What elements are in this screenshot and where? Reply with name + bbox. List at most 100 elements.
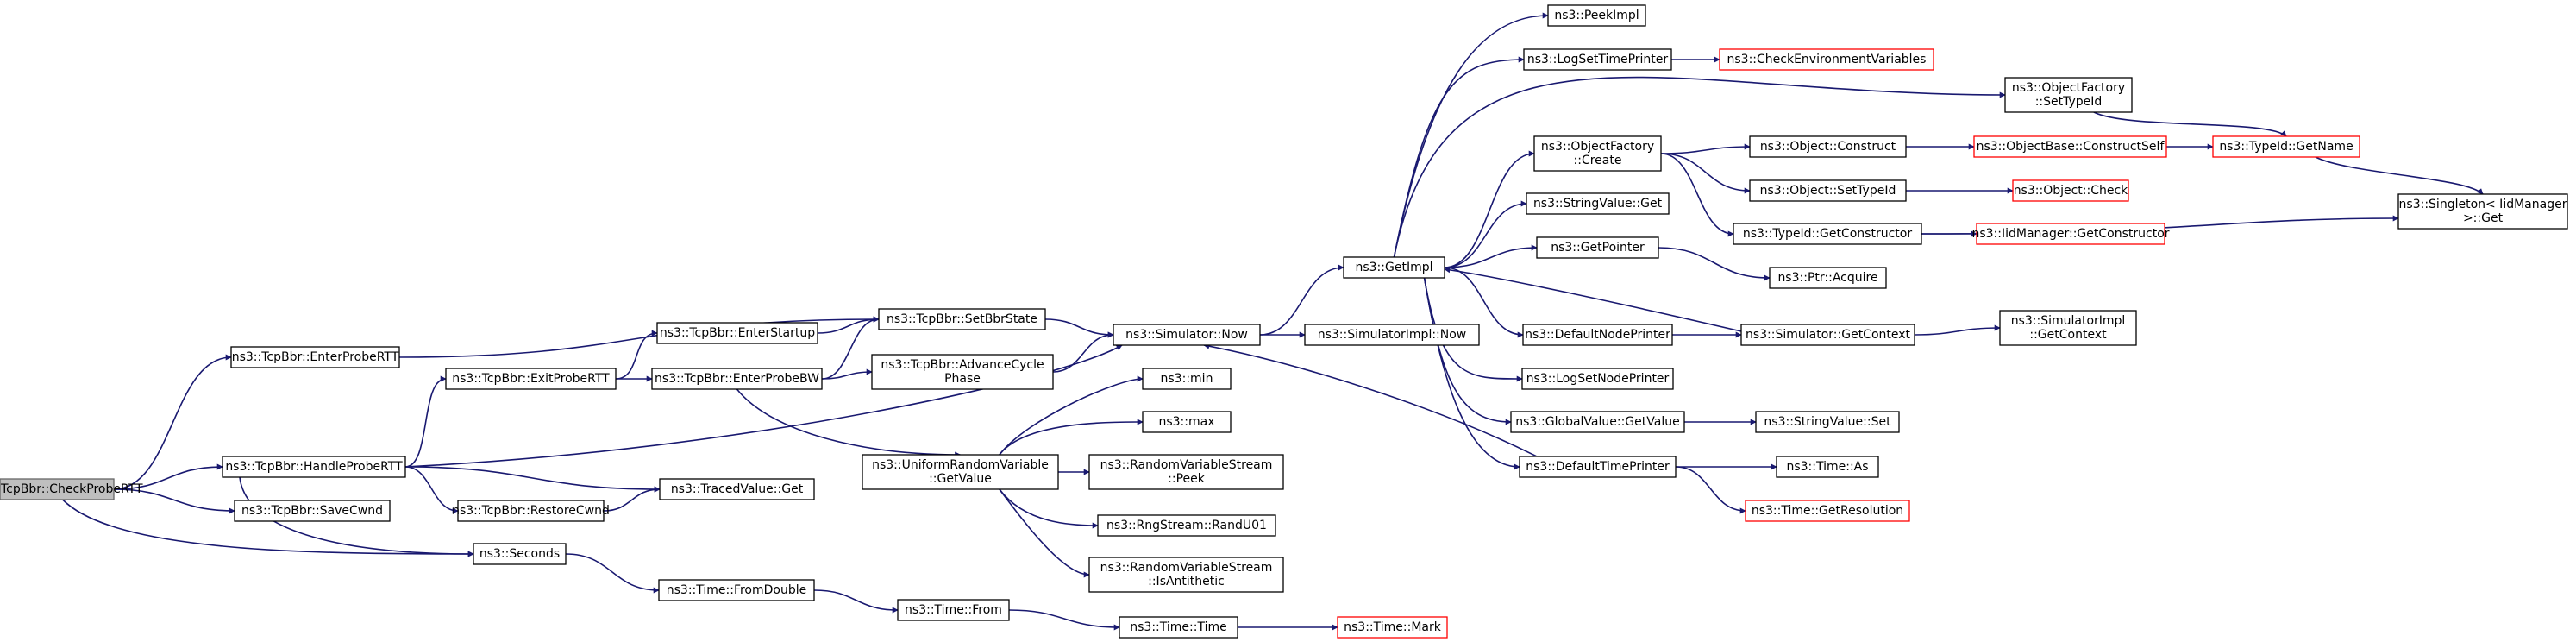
edge-handleprobertt-to-simulator_now: [404, 344, 1123, 468]
node-stringvalue_get[interactable]: ns3::StringValue::Get: [1526, 192, 1670, 215]
node-box: [1119, 616, 1238, 639]
node-label: ::Create: [1574, 154, 1622, 167]
node-label: ns3::Simulator::GetContext: [1746, 328, 1911, 342]
node-simulator_now[interactable]: ns3::Simulator::Now: [1113, 324, 1261, 346]
edge-defaulttimeprinter-to-simulator_now: [1203, 343, 1538, 457]
node-enterprobertt[interactable]: ns3::TcpBbr::EnterProbeRTT: [230, 346, 400, 368]
node-stringvalue_set[interactable]: ns3::StringValue::Set: [1755, 411, 1900, 433]
edge-urv_getvalue-to-rvs_isantithetic: [999, 488, 1090, 578]
edge-setbbrstate-to-simulator_now: [1044, 318, 1114, 338]
node-objectbase_constructself[interactable]: ns3::ObjectBase::ConstructSelf: [1973, 135, 2167, 158]
node-logsettimeprinter[interactable]: ns3::LogSetTimePrinter: [1523, 48, 1672, 71]
node-savecwnd[interactable]: ns3::TcpBbr::SaveCwnd: [234, 500, 391, 522]
node-box: [658, 579, 815, 601]
node-object_settypeid[interactable]: ns3::Object::SetTypeId: [1749, 179, 1907, 202]
node-label: ns3::TcpBbr::ExitProbeRTT: [452, 372, 610, 386]
node-label: ns3::Object::Check: [2014, 184, 2128, 198]
node-restorecwnd[interactable]: ns3::TcpBbr::RestoreCwnd: [452, 500, 610, 522]
node-box: [1088, 557, 1284, 593]
node-box: [1749, 179, 1907, 202]
node-rvs_isantithetic[interactable]: ns3::RandomVariableStream::IsAntithetic: [1088, 557, 1284, 593]
node-checkenvvars[interactable]: ns3::CheckEnvironmentVariables: [1719, 48, 1934, 71]
edge-urv_getvalue-to-max: [999, 419, 1144, 456]
node-label: ns3::GetImpl: [1355, 261, 1432, 274]
node-ptr_acquire[interactable]: ns3::Ptr::Acquire: [1769, 267, 1887, 289]
edge-objfactory_settypeid-to-typeid_getname: [2093, 111, 2287, 137]
node-iidmanager_getconstructor[interactable]: ns3::IidManager::GetConstructor: [1971, 223, 2170, 245]
edge-checkprobertt-to-seconds: [62, 499, 474, 557]
node-label: ns3::TcpBbr::HandleProbeRTT: [225, 460, 403, 474]
node-time_as[interactable]: ns3::Time::As: [1776, 456, 1879, 478]
node-box: [2397, 193, 2568, 230]
node-seconds[interactable]: ns3::Seconds: [473, 543, 567, 565]
edge-handleprobertt-to-exitprobertt: [404, 375, 447, 468]
node-time_fromdouble[interactable]: ns3::Time::FromDouble: [658, 579, 815, 601]
edge-getimpl-to-logsettimeprinter: [1393, 56, 1525, 258]
node-box: [2004, 77, 2133, 113]
node-max[interactable]: ns3::max: [1142, 411, 1232, 433]
node-label: ns3::TcpBbr::EnterStartup: [660, 326, 815, 340]
node-globalvalue_getvalue[interactable]: ns3::GlobalValue::GetValue: [1510, 411, 1685, 433]
node-getimpl[interactable]: ns3::GetImpl: [1343, 256, 1445, 279]
node-box: [1304, 324, 1480, 346]
node-getpointer[interactable]: ns3::GetPointer: [1536, 236, 1659, 259]
node-box: [1523, 48, 1672, 71]
node-label: ns3::TcpBbr::SetBbrState: [887, 312, 1037, 326]
node-enterprobebw[interactable]: ns3::TcpBbr::EnterProbeBW: [651, 368, 823, 390]
node-label: ns3::ObjectBase::ConstructSelf: [1977, 140, 2165, 154]
node-box: [1343, 256, 1445, 279]
node-peekimpl[interactable]: ns3::PeekImpl: [1547, 4, 1646, 27]
edge-handleprobertt-to-restorecwnd: [404, 466, 459, 514]
node-objfactory_create[interactable]: ns3::ObjectFactory::Create: [1533, 135, 1662, 172]
edge-getpointer-to-ptr_acquire: [1658, 247, 1771, 281]
node-time_getresolution[interactable]: ns3::Time::GetResolution: [1745, 500, 1910, 522]
node-object_check[interactable]: ns3::Object::Check: [2012, 179, 2129, 202]
node-object_construct[interactable]: ns3::Object::Construct: [1749, 135, 1907, 158]
node-simulator_getcontext[interactable]: ns3::Simulator::GetContext: [1740, 324, 1915, 346]
node-box: [445, 368, 617, 390]
edge-getimpl-to-globalvalue_getvalue: [1423, 277, 1512, 425]
node-box: [1526, 192, 1670, 215]
node-label: ns3::CheckEnvironmentVariables: [1727, 53, 1927, 66]
edge-seconds-to-time_fromdouble: [565, 553, 660, 594]
node-typeid_getname[interactable]: ns3::TypeId::GetName: [2212, 135, 2360, 158]
node-time_from[interactable]: ns3::Time::From: [897, 599, 1010, 621]
node-time_time[interactable]: ns3::Time::Time: [1119, 616, 1238, 639]
edge-simulator_getcontext-to-getimpl: [1444, 267, 1742, 332]
node-box: [1547, 4, 1646, 27]
node-urv_getvalue[interactable]: ns3::UniformRandomVariable::GetValue: [862, 454, 1059, 490]
node-defaultnodeprinter[interactable]: ns3::DefaultNodePrinter: [1522, 324, 1673, 346]
node-simimpl_getcontext[interactable]: ns3::SimulatorImpl::GetContext: [1999, 310, 2137, 346]
node-time_mark[interactable]: ns3::Time::Mark: [1337, 616, 1448, 639]
node-objfactory_settypeid[interactable]: ns3::ObjectFactory::SetTypeId: [2004, 77, 2133, 113]
node-label: ns3::min: [1161, 372, 1213, 386]
edge-getimpl-to-stringvalue_get: [1444, 200, 1527, 268]
node-label: ns3::TcpBbr::CheckProbeRTT: [0, 482, 143, 496]
node-simimpl_now[interactable]: ns3::SimulatorImpl::Now: [1304, 324, 1480, 346]
node-singleton_get[interactable]: ns3::Singleton< IidManager >::Get: [2397, 193, 2568, 230]
node-exitprobertt[interactable]: ns3::TcpBbr::ExitProbeRTT: [445, 368, 617, 390]
node-label: ns3::Time::GetResolution: [1752, 504, 1903, 518]
node-typeid_getconstructor[interactable]: ns3::TypeId::GetConstructor: [1733, 223, 1922, 245]
edge-time_from-to-time_time: [1008, 609, 1120, 631]
node-enterstartup[interactable]: ns3::TcpBbr::EnterStartup: [656, 322, 818, 344]
node-handleprobertt[interactable]: ns3::TcpBbr::HandleProbeRTT: [222, 456, 406, 478]
node-min[interactable]: ns3::min: [1142, 368, 1232, 390]
node-logsetnodeprinter[interactable]: ns3::LogSetNodePrinter: [1521, 368, 1674, 390]
edge-urv_getvalue-to-randu01: [999, 488, 1099, 529]
node-box: [1776, 456, 1879, 478]
node-label: ns3::SimulatorImpl::Now: [1318, 328, 1467, 342]
edge-objfactory_create-to-typeid_getconstructor: [1660, 153, 1734, 237]
node-box: [1519, 456, 1677, 478]
node-label: ns3::TypeId::GetConstructor: [1743, 227, 1912, 241]
edge-checkprobertt-to-handleprobertt: [113, 463, 223, 490]
node-rvs_peek[interactable]: ns3::RandomVariableStream::Peek: [1088, 454, 1284, 490]
node-setbbrstate[interactable]: ns3::TcpBbr::SetBbrState: [878, 308, 1046, 330]
node-tracedvalue_get[interactable]: ns3::TracedValue::Get: [659, 478, 815, 500]
node-box: [1733, 223, 1922, 245]
node-checkprobertt[interactable]: ns3::TcpBbr::CheckProbeRTT: [0, 478, 143, 500]
node-randu01[interactable]: ns3::RngStream::RandU01: [1097, 514, 1276, 537]
node-defaulttimeprinter[interactable]: ns3::DefaultTimePrinter: [1519, 456, 1677, 478]
node-label: ns3::RandomVariableStream: [1100, 561, 1273, 575]
